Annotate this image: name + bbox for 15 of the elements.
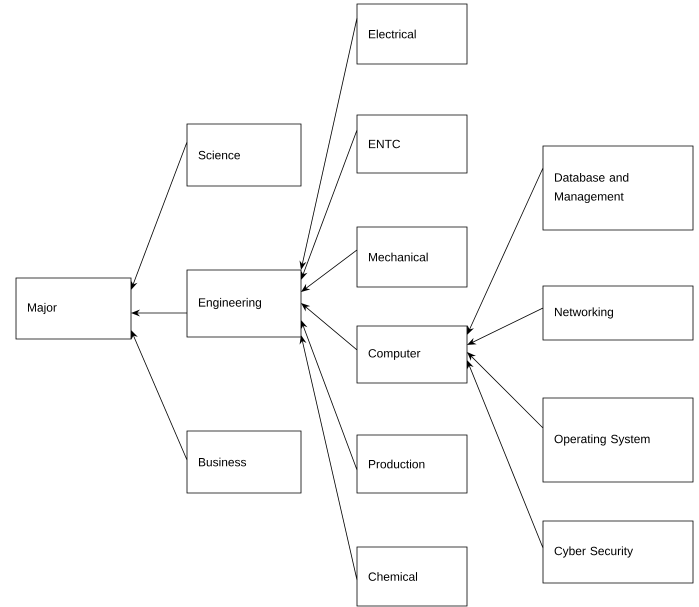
box: Production: [356, 434, 468, 494]
box: Database and Management: [542, 146, 694, 230]
box: Cyber Security: [542, 520, 694, 584]
arrow: [301, 303, 358, 350]
box: Operating System: [542, 398, 694, 482]
box: Networking: [542, 286, 694, 340]
box: Mechanical: [356, 226, 468, 288]
box: Electrical: [356, 4, 468, 64]
box: Engineering: [186, 270, 302, 338]
box: Computer: [356, 326, 468, 384]
box: Major: [16, 278, 132, 340]
box: Business: [186, 430, 302, 494]
box: Science: [186, 124, 302, 186]
box: ENTC: [356, 114, 468, 174]
box: Chemical: [356, 546, 468, 606]
